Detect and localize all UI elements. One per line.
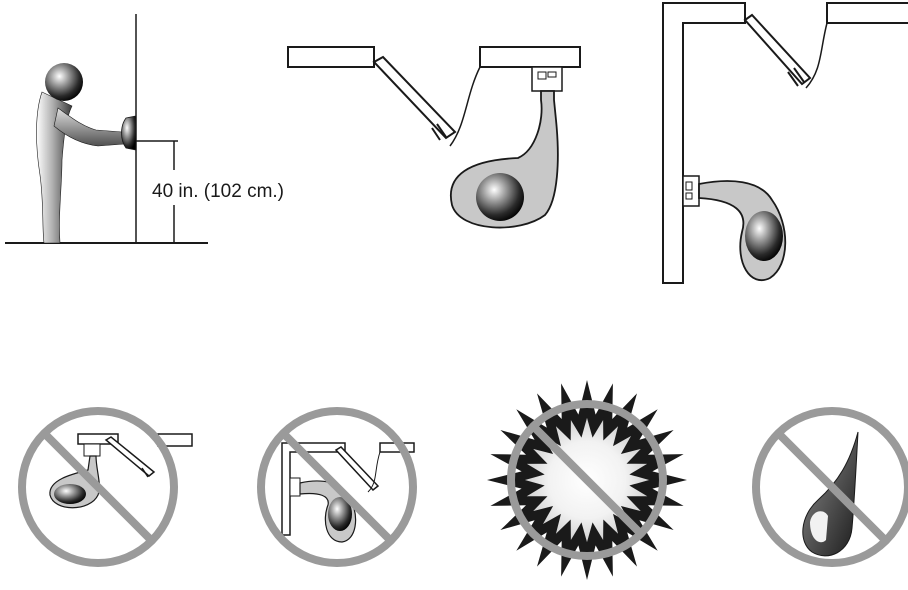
wall-mount-sensor-icon bbox=[662, 2, 908, 284]
no-direct-sunlight-icon bbox=[487, 380, 687, 580]
no-ceiling-mount-icon bbox=[18, 407, 193, 567]
person-hand-sensor-icon: 40 in. (102 cm.) bbox=[5, 14, 284, 244]
ceiling-mount-sensor-icon bbox=[287, 46, 581, 229]
height-label: 40 in. (102 cm.) bbox=[152, 181, 284, 202]
no-water-icon bbox=[752, 407, 908, 567]
no-wall-mount-icon bbox=[257, 407, 417, 567]
